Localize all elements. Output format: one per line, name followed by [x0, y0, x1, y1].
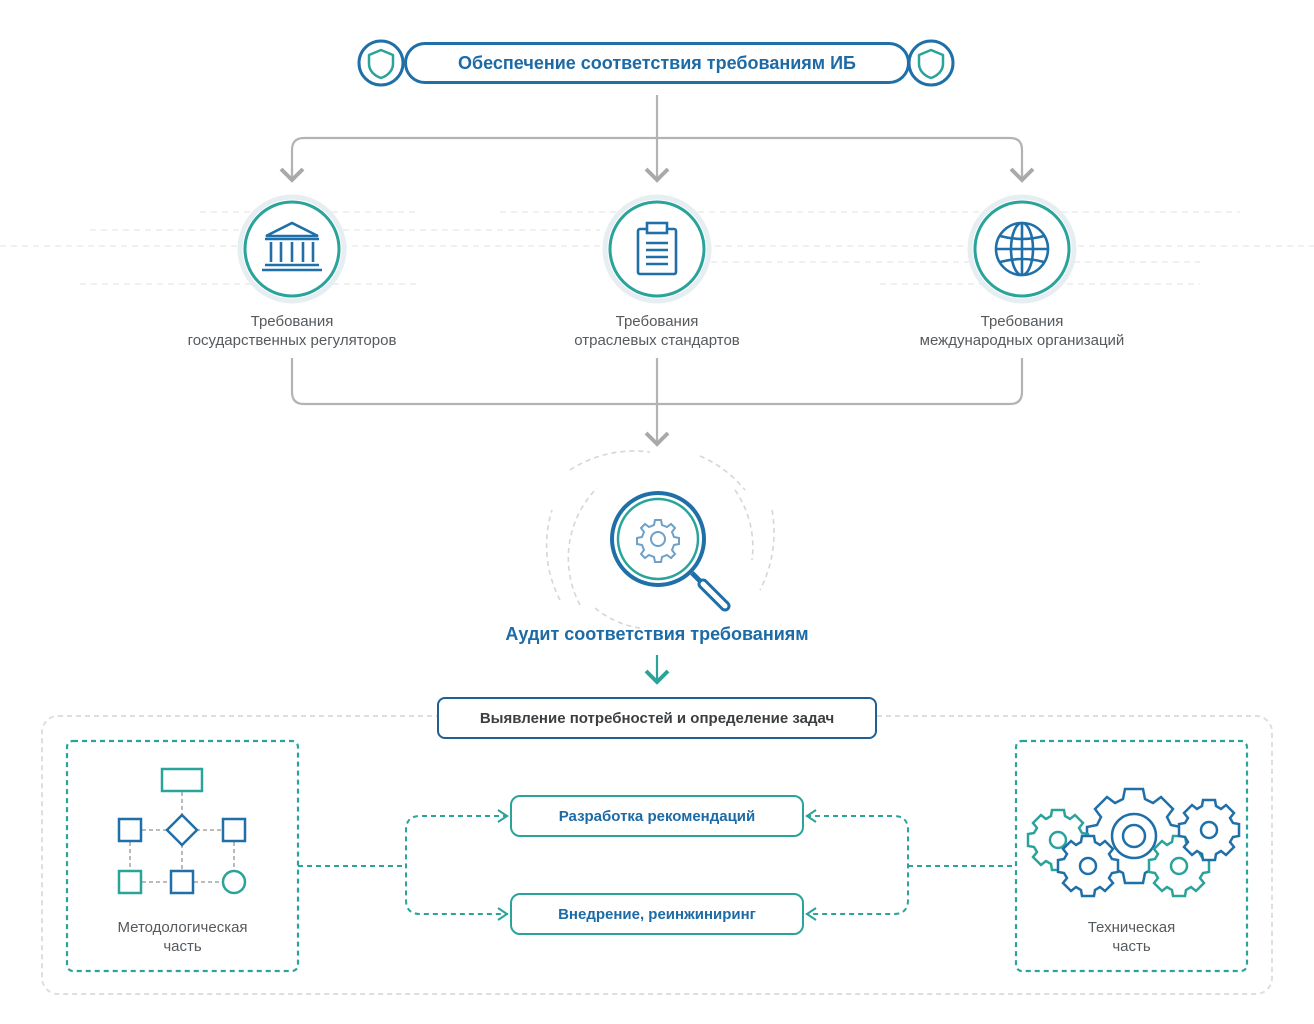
- action-recommendations: Разработка рекомендаций: [510, 795, 804, 837]
- requirement-label-line2: международных организаций: [919, 332, 1125, 349]
- clipboard-document-icon: [636, 221, 678, 276]
- requirement-circle-government: [237, 194, 347, 304]
- methodology-label-line1: Методологическая: [117, 919, 248, 936]
- government-building-icon: [262, 221, 322, 272]
- action-connectors: [298, 815, 1016, 915]
- flowchart-icon: [117, 767, 247, 895]
- merge-connectors: [290, 358, 1024, 447]
- requirement-label-line1: Требования: [250, 313, 334, 330]
- audit-title: Аудит соответствия требованиям: [505, 624, 809, 644]
- technical-label-line1: Техническая: [1087, 919, 1176, 936]
- audit-magnifier-icon: [610, 491, 731, 612]
- gear-icon: [636, 519, 680, 563]
- shield-icon-right: [907, 39, 955, 87]
- requirement-label-line1: Требования: [980, 313, 1064, 330]
- gears-icon: [1026, 787, 1241, 898]
- requirement-label-line2: отраслевых стандартов: [574, 332, 740, 349]
- technical-label: Техническая часть: [1016, 918, 1247, 956]
- requirement-circle-industry: [602, 194, 712, 304]
- tasks-box: Выявление потребностей и определение зад…: [437, 697, 877, 739]
- requirement-label-line2: государственных регуляторов: [187, 332, 397, 349]
- audit-decoration-arcs: [545, 450, 775, 629]
- requirement-label-line1: Требования: [615, 313, 699, 330]
- shield-icon-left: [357, 39, 405, 87]
- globe-icon: [994, 221, 1050, 277]
- requirement-circle-international: [967, 194, 1077, 304]
- requirement-label-government: Требования государственных регуляторов: [142, 312, 442, 350]
- technical-label-line2: часть: [1112, 938, 1151, 955]
- methodology-label-line2: часть: [163, 938, 202, 955]
- header-title: Обеспечение соответствия требованиям ИБ: [404, 42, 910, 84]
- top-connectors: [279, 95, 1035, 183]
- methodology-label: Методологическая часть: [67, 918, 298, 956]
- requirement-label-industry: Требования отраслевых стандартов: [507, 312, 807, 350]
- action-implementation: Внедрение, реинжиниринг: [510, 893, 804, 935]
- requirement-label-international: Требования международных организаций: [872, 312, 1172, 350]
- methodology-box: [65, 739, 300, 973]
- action-arrowheads: [497, 809, 817, 921]
